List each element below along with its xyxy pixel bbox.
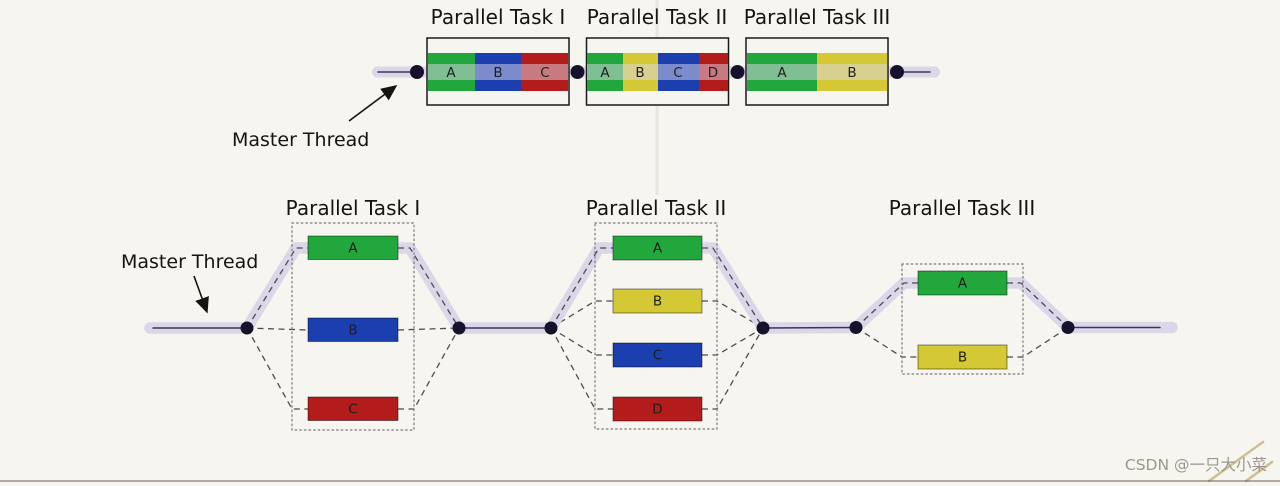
top-task1-title: Parallel Task I (431, 5, 566, 29)
bar-label: C (348, 402, 357, 418)
top-task3-box: A B (745, 37, 889, 106)
bar-b (612, 288, 703, 314)
thread-junction-dot (890, 65, 904, 79)
top-task3-title: Parallel Task III (744, 5, 890, 29)
bar-c (307, 396, 399, 421)
thread-junction-dot (570, 65, 585, 79)
bottom-task1-title: Parallel Task I (286, 196, 421, 220)
bottom-diagram: Parallel Task I Parallel Task II Paralle… (121, 196, 1178, 431)
bar-label: B (958, 350, 967, 366)
watermark: CSDN @一只大小菜 (1125, 440, 1274, 483)
block-label: A (446, 65, 456, 81)
bar-b (307, 317, 399, 342)
fork-dot (240, 321, 254, 335)
block-label: A (777, 65, 787, 81)
fork-dot (544, 321, 558, 335)
bar-label: B (653, 294, 662, 310)
bar-label: A (653, 241, 663, 257)
thread-overlay-strip (747, 64, 887, 80)
top-diagram: Parallel Task I Parallel Task II Paralle… (232, 5, 940, 151)
bar-a (917, 270, 1008, 296)
bar-label: D (652, 402, 662, 418)
task1-dotted-region (291, 222, 415, 431)
bottom-edge-strip (0, 480, 1280, 482)
thread-overlay-strip (428, 64, 568, 80)
top-master-thread-label: Master Thread (232, 129, 369, 151)
thread-overlay-strip (587, 64, 728, 80)
task3-dotted-region (901, 263, 1024, 375)
bottom-master-thread-label: Master Thread (121, 251, 258, 273)
top-task2-title: Parallel Task II (587, 5, 728, 29)
bar-label: B (348, 323, 357, 339)
watermark-slash (1207, 440, 1265, 483)
block-label: B (847, 65, 856, 81)
block-label: C (540, 65, 549, 81)
block-label: C (673, 65, 682, 81)
top-task1-box: A B C (426, 37, 570, 106)
bottom-task3-title: Parallel Task III (889, 196, 1035, 220)
bar-a (612, 235, 703, 261)
serial-thread-line (762, 326, 857, 329)
thread-junction-dot (730, 65, 745, 79)
top-master-thread-arrow (348, 85, 398, 122)
band-dash-overlay (246, 247, 1069, 329)
block-label: D (708, 65, 718, 81)
block-label: B (635, 65, 644, 81)
join-dot (1061, 321, 1075, 334)
bar-d (612, 396, 703, 422)
bar-label: C (653, 348, 662, 364)
top-task2-box: A B C D (585, 37, 730, 106)
bottom-task2-title: Parallel Task II (586, 196, 727, 220)
watermark-slash (1244, 460, 1274, 483)
thread-junction-dot (410, 65, 424, 79)
task1-bars: A B C (307, 235, 399, 421)
bar-label: A (348, 241, 358, 257)
task3-bars: A B (917, 270, 1008, 370)
task2-bars: A B C D (612, 235, 703, 422)
watermark-text: CSDN @一只大小菜 (1125, 456, 1267, 474)
block-label: A (600, 65, 610, 81)
join-dot (756, 321, 770, 335)
fork-dot (849, 321, 863, 334)
bar-b (917, 344, 1008, 370)
bar-c (612, 342, 703, 368)
task2-dotted-region (594, 222, 718, 430)
join-dot (452, 321, 466, 335)
bar-a (307, 235, 399, 260)
bottom-master-thread-arrow (193, 275, 209, 314)
bar-label: A (958, 276, 968, 292)
block-label: B (493, 65, 502, 81)
